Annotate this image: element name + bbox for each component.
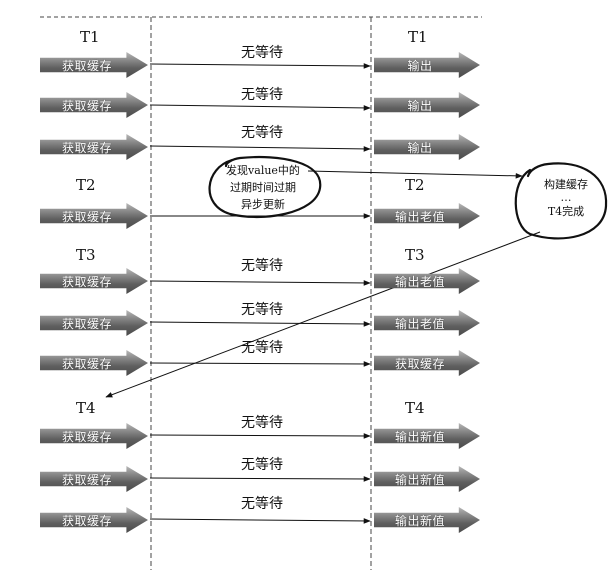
no-wait-label: 无等待 bbox=[241, 45, 283, 61]
build-note-line2: … bbox=[560, 191, 572, 204]
no-wait-label: 无等待 bbox=[241, 457, 283, 473]
async-update-arrow bbox=[307, 170, 523, 179]
t3-right-label: T3 bbox=[405, 246, 425, 264]
request-line bbox=[149, 361, 371, 367]
t3-left-label: T3 bbox=[76, 246, 96, 264]
t1-left-label: T1 bbox=[80, 28, 100, 46]
request-line bbox=[149, 476, 371, 482]
request-line bbox=[149, 63, 371, 69]
t4-left-label: T4 bbox=[76, 399, 96, 417]
build-note-line3: T4完成 bbox=[547, 205, 585, 218]
expired-note: 发现value中的 过期时间过期 异步更新 bbox=[213, 162, 313, 213]
no-wait-label: 无等待 bbox=[241, 87, 283, 103]
request-line bbox=[149, 145, 371, 152]
t1-right-label: T1 bbox=[408, 28, 428, 46]
no-wait-label: 无等待 bbox=[241, 415, 283, 431]
request-line bbox=[149, 433, 371, 439]
build-note-loop bbox=[514, 162, 608, 240]
expired-note-line2: 过期时间过期 bbox=[230, 181, 296, 194]
request-line bbox=[149, 280, 371, 286]
t4-complete-arrow bbox=[105, 231, 541, 398]
request-line bbox=[149, 321, 371, 327]
t2-right-label: T2 bbox=[405, 176, 425, 194]
no-wait-label: 无等待 bbox=[241, 258, 283, 274]
expired-note-line3: 异步更新 bbox=[241, 198, 285, 211]
no-wait-label: 无等待 bbox=[241, 125, 283, 141]
no-wait-label: 无等待 bbox=[241, 496, 283, 512]
build-note-line1: 构建缓存 bbox=[544, 178, 588, 191]
t2-left-label: T2 bbox=[76, 176, 96, 194]
no-wait-label: 无等待 bbox=[241, 302, 283, 318]
t4-right-label: T4 bbox=[405, 399, 425, 417]
build-cache-note: 构建缓存 … T4完成 bbox=[516, 176, 616, 220]
expired-note-line1: 发现value中的 bbox=[226, 164, 300, 177]
no-wait-label: 无等待 bbox=[241, 340, 283, 356]
request-line bbox=[149, 518, 371, 524]
request-line bbox=[149, 104, 371, 111]
expired-note-loop bbox=[208, 155, 322, 219]
